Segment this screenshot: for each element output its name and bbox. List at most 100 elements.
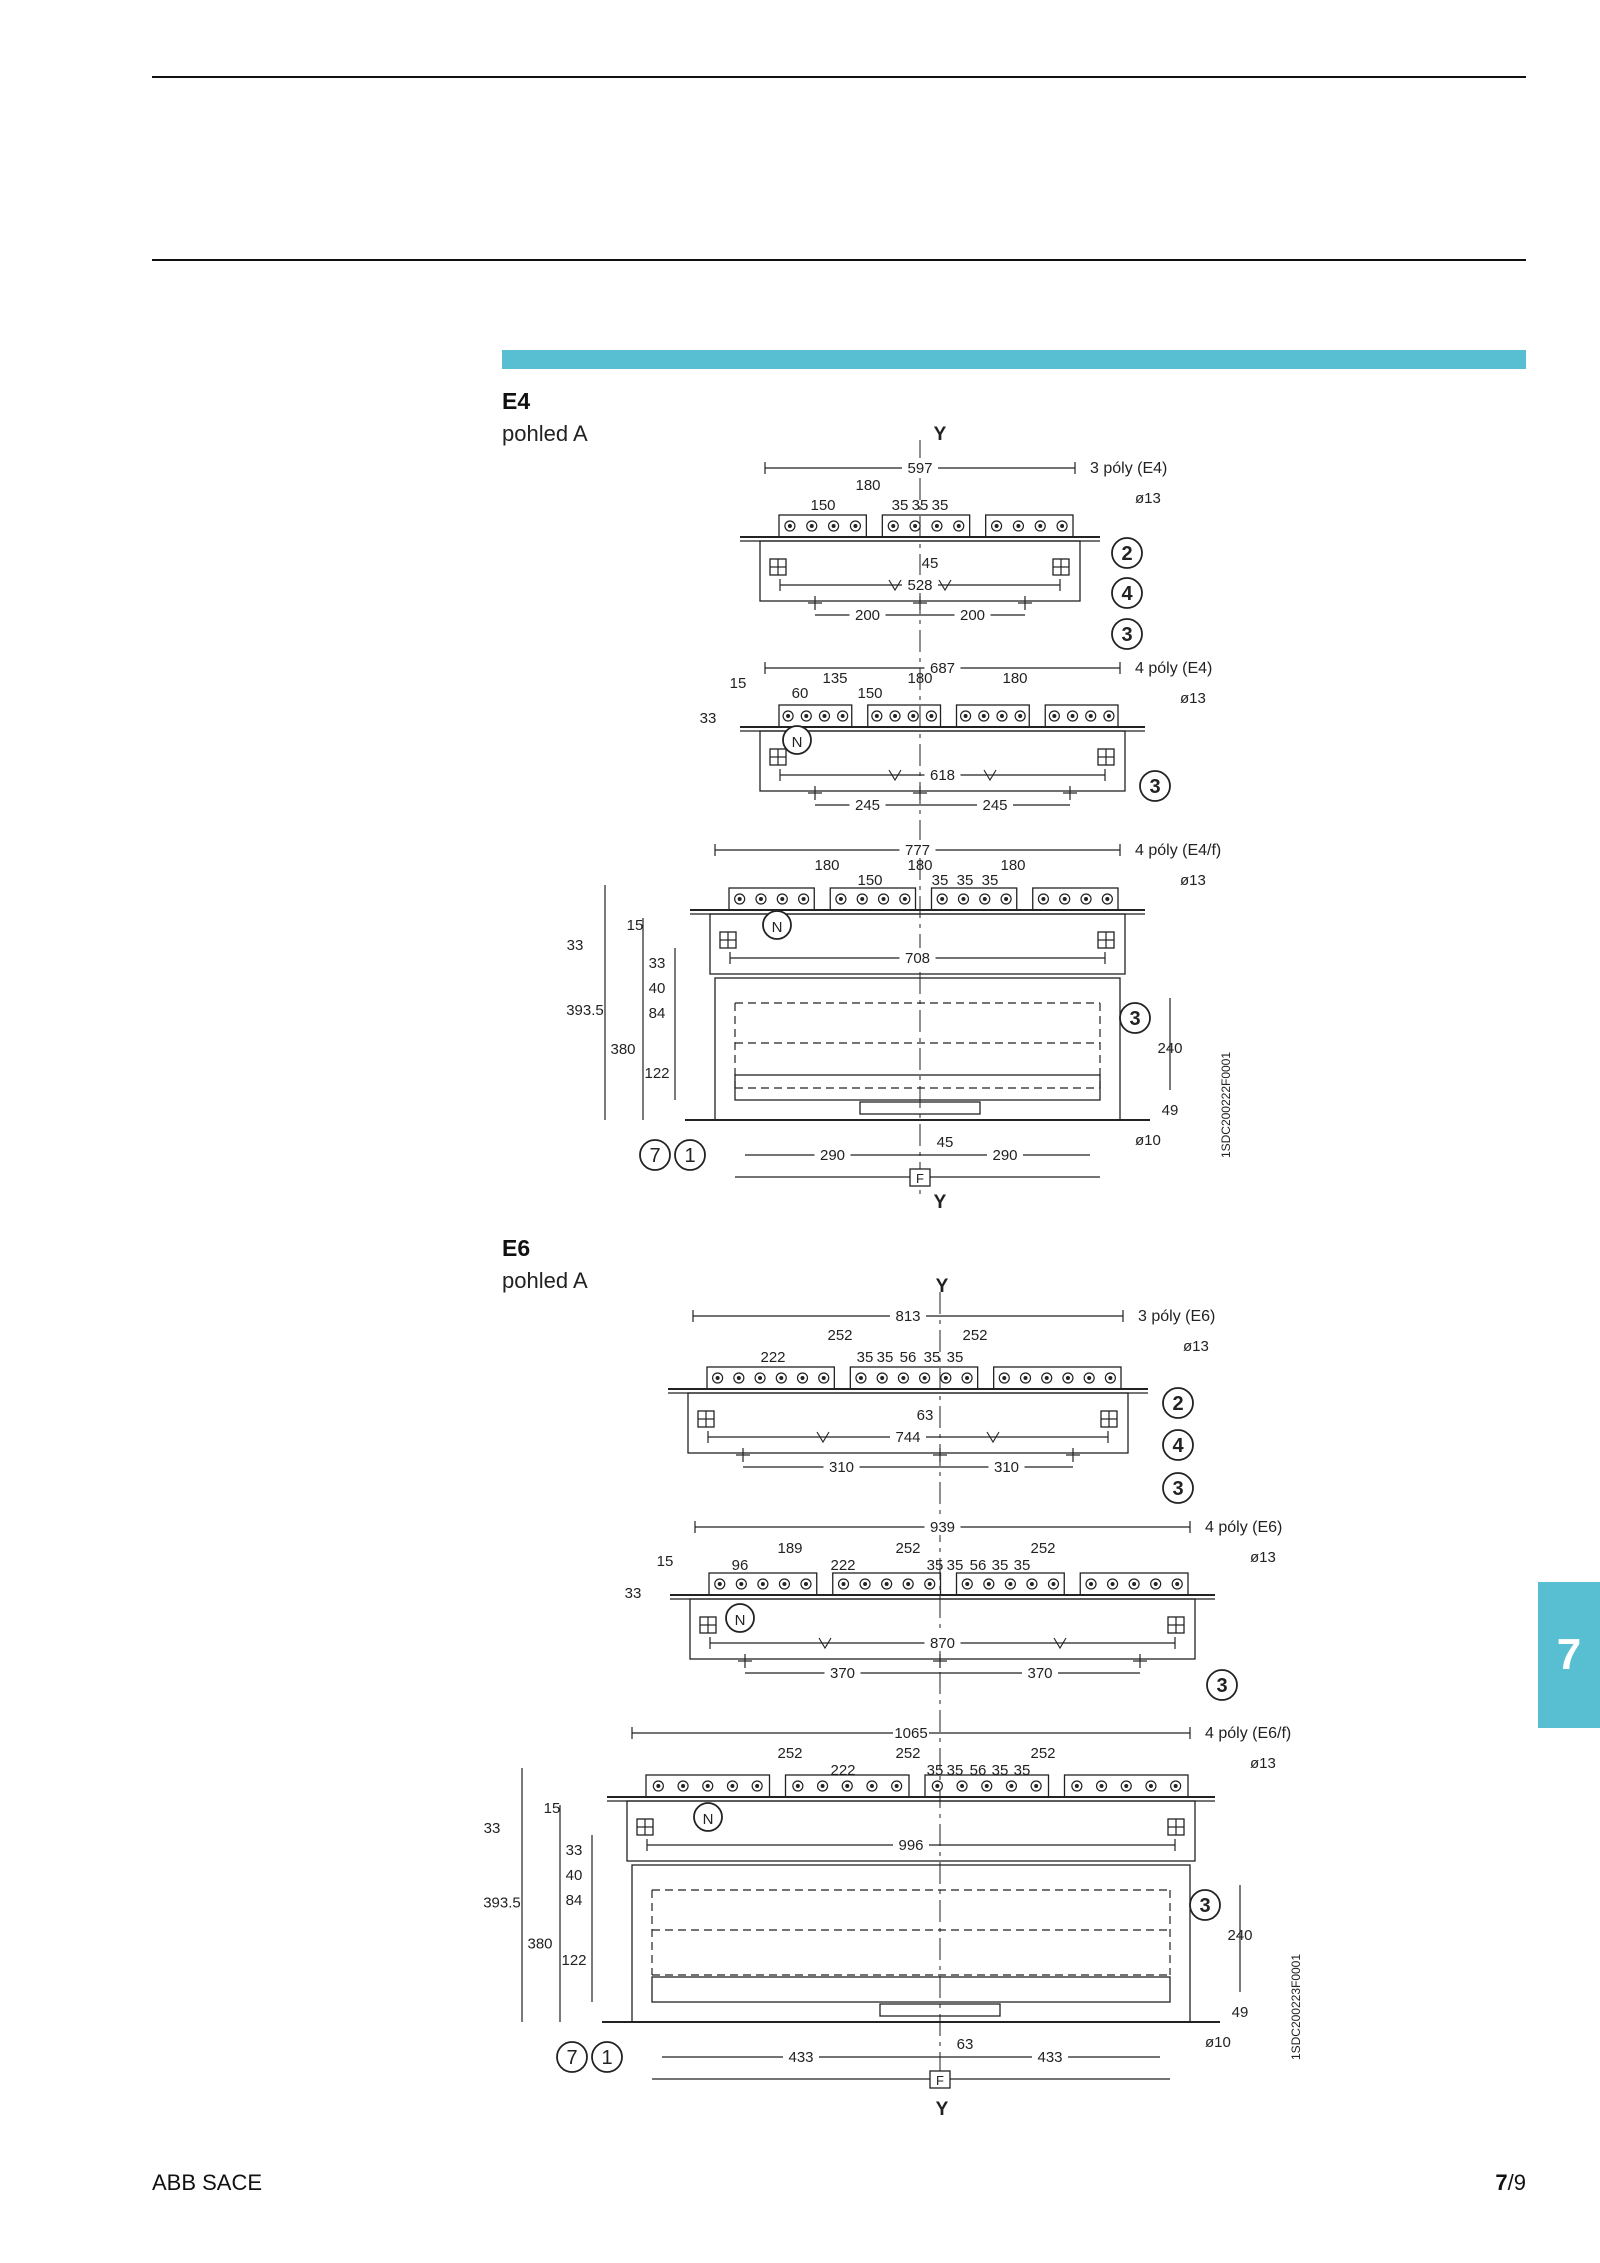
dimension-label: 252 — [777, 1745, 802, 1762]
dimension-label: 122 — [561, 1952, 586, 1969]
dimension-label: 618 — [930, 767, 955, 784]
terminal-bolt-center — [787, 524, 792, 528]
terminal-bolt-center — [1009, 1784, 1014, 1788]
terminal-bolt-center — [822, 714, 827, 718]
terminal-bolt-center — [869, 1784, 874, 1788]
terminal-bolt-center — [1016, 524, 1021, 528]
dimension-label: 56 — [900, 1349, 917, 1366]
footer-page-number: /9 — [1507, 2170, 1526, 2195]
dimension-label: 35 — [912, 497, 929, 514]
callout-number: 1 — [684, 1145, 695, 1167]
terminal-bolt-center — [1132, 1582, 1137, 1586]
dimension-label-bg — [924, 658, 961, 676]
terminal-bolt-center — [1074, 1784, 1079, 1788]
dimension-label: 252 — [895, 1540, 920, 1557]
terminal-bolt-center — [881, 897, 886, 901]
dimension-label: 222 — [830, 1557, 855, 1574]
terminal-bolt-center — [786, 714, 791, 718]
hole-label: ø13 — [1183, 1338, 1209, 1355]
dimension-label: 252 — [1030, 1540, 1055, 1557]
terminal-bolt-center — [913, 524, 918, 528]
callout-circle — [1189, 1889, 1221, 1921]
callout-circle — [782, 725, 812, 755]
dimension-label: 245 — [982, 797, 1007, 814]
dimension-label: 393.5 — [566, 1002, 604, 1019]
front-marker — [929, 2070, 951, 2089]
terminal-bolt-center — [984, 1784, 989, 1788]
callout-circle — [1162, 1429, 1194, 1461]
chapter-tab[interactable]: 7 — [1538, 1582, 1600, 1728]
dimension-label: 35 — [927, 1762, 944, 1779]
dimension-label: 252 — [895, 1745, 920, 1762]
callout-circle — [1139, 770, 1171, 802]
dimension-label: 35 — [947, 1762, 964, 1779]
dimension-label: 35 — [892, 497, 909, 514]
terminal-bolt-center — [934, 524, 939, 528]
view-label: 4 póly (E4) — [1135, 660, 1212, 677]
terminal-bolt-center — [965, 1582, 970, 1586]
dimension-label: 40 — [649, 980, 666, 997]
dimension-label: 15 — [544, 1800, 561, 1817]
dimension-label: 15 — [657, 1553, 674, 1570]
terminal-bolt-center — [929, 714, 934, 718]
terminal-bolt-center — [656, 1784, 661, 1788]
terminal-bolt-center — [986, 1582, 991, 1586]
dimension-label: 708 — [905, 950, 930, 967]
terminal-bolt-center — [1041, 897, 1046, 901]
dimension-label: 813 — [895, 1308, 920, 1325]
terminal-bolt-center — [1153, 1582, 1158, 1586]
dimension-label-bg — [987, 1145, 1023, 1163]
dimension-label-bg — [1022, 1663, 1058, 1681]
dimension-label: 135 — [822, 670, 847, 687]
terminal-bolt-center — [1029, 1582, 1034, 1586]
terminal-bolt-center — [860, 897, 865, 901]
terminal-bolt-center — [1060, 524, 1065, 528]
dimension-label-bg — [783, 2047, 819, 2065]
callout-circle — [1162, 1472, 1194, 1504]
fixed-part-frame — [631, 1864, 1191, 2023]
dimension-label: 310 — [829, 1459, 854, 1476]
view-label: 4 póly (E4/f) — [1135, 842, 1221, 859]
dimension-label: 35 — [932, 497, 949, 514]
dimension-label: 150 — [857, 685, 882, 702]
front-handle — [879, 2003, 1001, 2017]
dimension-label: 33 — [700, 710, 717, 727]
fixed-part-frame — [714, 977, 1121, 1121]
terminal-bolt-center — [838, 897, 843, 901]
dimension-label: 33 — [566, 1842, 583, 1859]
terminal-bolt-center — [782, 1582, 787, 1586]
terminal-bolt-center — [758, 1376, 763, 1380]
callout-circle — [1162, 1387, 1194, 1419]
section-title-e4: E4 — [502, 388, 531, 414]
terminal-bolt-center — [1008, 1582, 1013, 1586]
terminal-bolt-center — [801, 897, 806, 901]
terminal-bolt-center — [911, 714, 916, 718]
chapter-tab-label: 7 — [1556, 1630, 1582, 1679]
hole-label: ø13 — [1180, 690, 1206, 707]
footer-page-chapter: 7 — [1495, 2170, 1508, 2195]
dimension-label: 35 — [857, 1349, 874, 1366]
callout-circle — [762, 910, 792, 940]
view-label: 4 póly (E6/f) — [1205, 1725, 1291, 1742]
terminal-bolt-center — [1089, 1582, 1094, 1586]
dimension-label: 433 — [1037, 2049, 1062, 2066]
terminal-bolt-center — [717, 1582, 722, 1586]
break-mark — [888, 579, 902, 592]
callout-number: 3 — [1149, 776, 1160, 798]
dimension-label: 370 — [1027, 1665, 1052, 1682]
dimension-label: 40 — [566, 1867, 583, 1884]
terminal-bolt-center — [1099, 1784, 1104, 1788]
breaker-body — [689, 1598, 1196, 1660]
terminal-bolt-center — [981, 714, 986, 718]
terminal-bolt-center — [804, 714, 809, 718]
hole-label: ø13 — [1180, 872, 1206, 889]
dimension-label-bg — [977, 795, 1013, 813]
terminal-bolt-center — [1038, 524, 1043, 528]
front-handle — [859, 1101, 981, 1115]
terminal-bolt-center — [758, 897, 763, 901]
section-subtitle-e4: pohled A — [502, 421, 588, 446]
dimension-label: 870 — [930, 1635, 955, 1652]
callout-circle — [556, 2041, 588, 2073]
dimension-label: 180 — [1002, 670, 1027, 687]
breaker-body — [709, 913, 1126, 975]
